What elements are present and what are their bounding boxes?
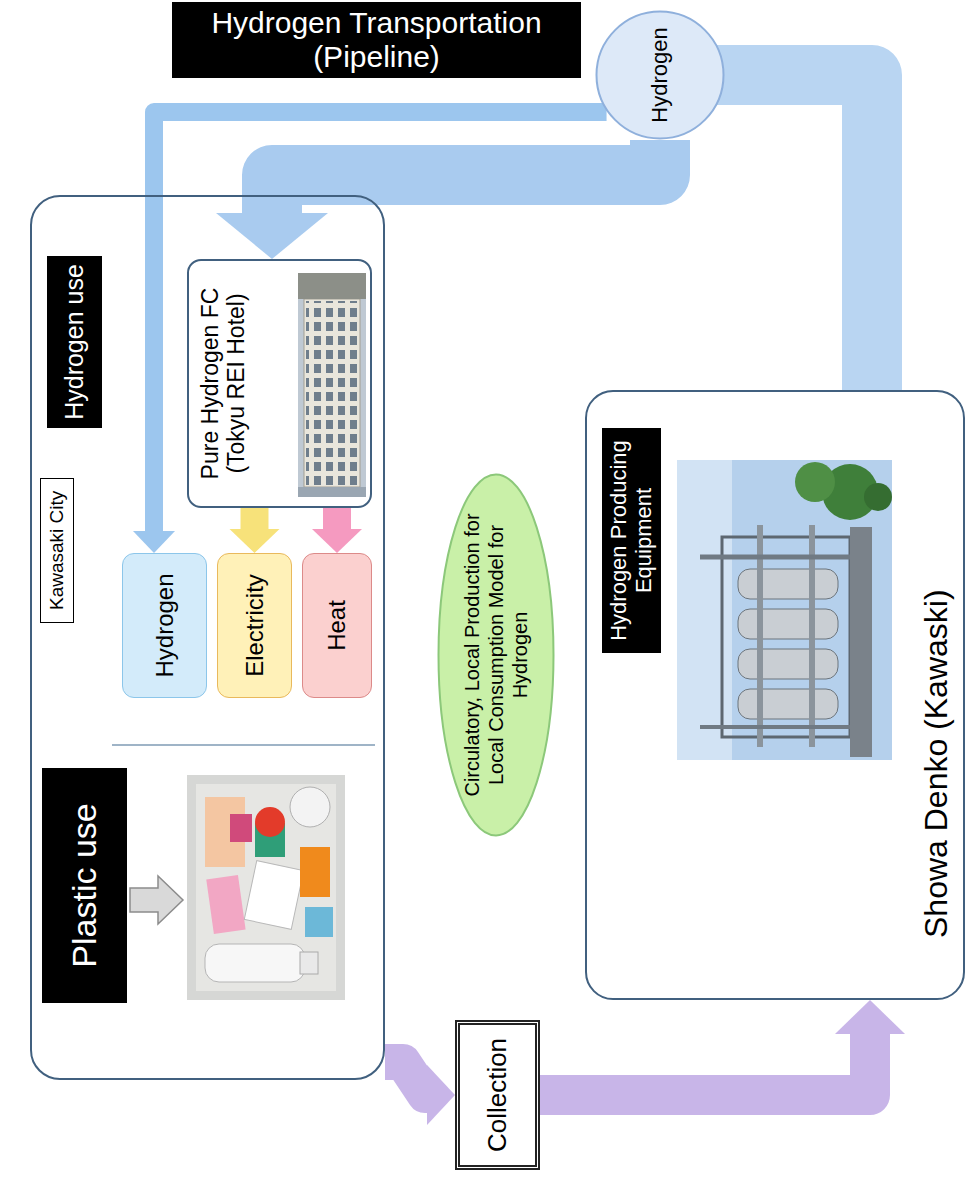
divider-line-part — [112, 744, 375, 746]
section-title: Plastic use — [65, 803, 104, 967]
divider-line — [112, 745, 375, 746]
plastic-waste-photo-part — [244, 861, 303, 930]
pipeline-arrow-body — [272, 140, 660, 213]
plastic-waste-photo — [187, 775, 345, 1000]
flow-arrow-symbol — [130, 876, 183, 924]
plastic-waste-photo-part — [206, 875, 245, 934]
plastic-waste-photo-part — [290, 787, 330, 827]
section-tag: Plastic use — [42, 768, 127, 1003]
electricity-arrow — [230, 508, 280, 553]
output-label: Heat — [323, 600, 351, 651]
pipeline-branch-body — [154, 112, 607, 531]
collection-arrow — [385, 1062, 455, 1125]
collection-arrow-head — [835, 1000, 905, 1034]
plant-photo-part — [722, 537, 850, 737]
output-box: Electricity — [217, 553, 292, 698]
collection-label: Collection — [482, 1038, 513, 1152]
collection-arrow-body — [540, 1034, 870, 1095]
plastic-waste-photo-part — [300, 952, 318, 974]
hotel-photo-part — [298, 273, 366, 299]
collection-box: Collection — [455, 1020, 540, 1170]
plastic-waste-photo-part — [187, 775, 345, 1000]
plastic-waste-photo-part — [305, 907, 333, 937]
output-box: Heat — [302, 553, 372, 698]
hotel-photo-part — [298, 487, 366, 497]
plastic-waste-photo-part — [300, 847, 330, 897]
region-tag: Kawasaki City — [40, 478, 74, 623]
plant-photo-part — [738, 689, 838, 719]
fuel-cell-label: Pure Hydrogen FC (Tokyu REI Hotel) — [197, 271, 250, 496]
plant-photo-part — [738, 649, 838, 679]
electricity-arrow-head — [230, 529, 280, 553]
model-ellipse-shape — [439, 475, 554, 836]
pipeline-branch-head — [133, 531, 175, 553]
hotel-photo — [298, 273, 366, 497]
hydrogen-circle-shape — [597, 12, 724, 139]
plant-photo-part — [795, 462, 835, 502]
plant-photo-part — [864, 483, 892, 511]
hydrogen-circle: Hydrogen — [595, 10, 725, 140]
pipeline-arrow — [216, 140, 660, 259]
city-region: Kawasaki CityPlastic use Hydrogen useHydr… — [30, 195, 385, 1080]
plant-photo-part — [738, 569, 838, 599]
company-name: Showa Denko (Kawaski) — [918, 589, 955, 938]
plastic-waste-photo-part — [205, 944, 305, 982]
pipeline-title-text: Hydrogen Transportation (Pipeline) — [190, 6, 563, 73]
plant-photo-part — [738, 609, 838, 639]
output-box: Hydrogen — [122, 553, 207, 698]
plant-photo — [677, 460, 892, 760]
collection-arrow-head — [427, 1065, 455, 1125]
collection-arrow — [540, 1000, 905, 1095]
hotel-photo-part — [306, 301, 358, 485]
model-ellipse: Circulatory, Local Production for Local … — [437, 473, 555, 837]
plastic-waste-photo-part — [255, 807, 285, 837]
circle-label: Hydrogen — [647, 27, 673, 122]
heat-arrow-body — [323, 508, 351, 529]
plastic-waste-photo-part — [230, 814, 252, 842]
flow-arrow-symbol-part — [130, 876, 183, 924]
output-label: Electricity — [241, 574, 269, 677]
hotel-photo-part — [298, 273, 366, 497]
fuel-cell-box: Pure Hydrogen FC (Tokyu REI Hotel) — [187, 259, 372, 508]
pipeline-title: Hydrogen Transportation (Pipeline) — [172, 2, 581, 78]
hotel-photo-part — [304, 299, 360, 487]
heat-arrow — [312, 508, 362, 553]
plant-photo-part — [700, 555, 860, 560]
output-label: Hydrogen — [151, 573, 179, 677]
equipment-tag: Hydrogen Producing Equipment — [602, 428, 661, 653]
plant-photo-part — [700, 725, 860, 729]
plant-photo-part — [850, 527, 872, 757]
plant-photo-part — [677, 460, 732, 760]
electricity-arrow-body — [241, 508, 269, 529]
section-tag: Hydrogen use — [47, 256, 102, 428]
pipeline-band-body — [717, 75, 872, 390]
collection-arrow-body — [385, 1062, 427, 1095]
model-label: Circulatory, Local Production for Local … — [460, 493, 532, 817]
plant-photo-part — [677, 460, 892, 760]
plastic-waste-photo-part — [196, 784, 336, 991]
plant-region: Hydrogen Producing EquipmentShowa Denko … — [585, 390, 965, 1000]
pipeline-branch — [133, 112, 607, 553]
pipeline-band — [717, 75, 872, 390]
heat-arrow-head — [312, 529, 362, 553]
pipeline-arrow-head — [216, 213, 328, 259]
section-title: Hydrogen use — [60, 264, 89, 420]
